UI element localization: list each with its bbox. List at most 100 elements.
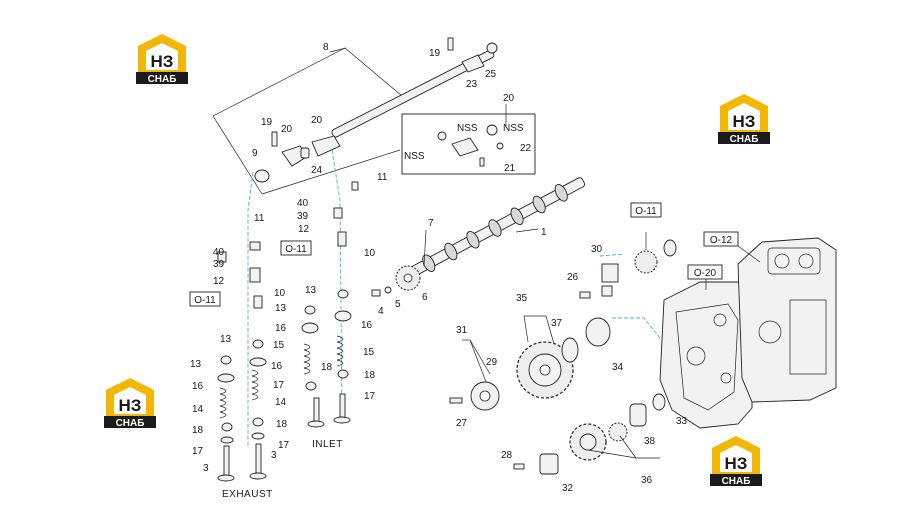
callout-10: 10 [274, 288, 286, 299]
callout-11: 11 [377, 172, 388, 183]
callout-20: 20 [281, 124, 293, 135]
valve-keeper [220, 355, 232, 365]
valve-seal [337, 369, 349, 379]
ref-box-label: O-11 [194, 295, 216, 306]
logo-mark: НЗ [119, 396, 142, 415]
callout-3: 3 [203, 463, 209, 474]
nss-inset: NSS NSS NSS [401, 113, 536, 175]
callout-4: 4 [378, 306, 384, 317]
inset-cap [486, 124, 498, 136]
idler-plate [585, 317, 611, 347]
inlet-valve-stem [339, 393, 346, 419]
thrust-ring [561, 337, 579, 363]
callout-3: 3 [271, 450, 277, 461]
callout-16: 16 [192, 381, 204, 392]
valve-cap [249, 241, 261, 251]
logo-mark: НЗ [725, 454, 748, 473]
rocker-shaft-assembly [212, 37, 498, 195]
gear-bushing [629, 403, 647, 427]
exhaust-valve-head [249, 472, 267, 480]
valve-lifter [253, 295, 263, 309]
logo-word: СНАБ [116, 418, 145, 429]
callout-26: 26 [567, 272, 579, 283]
logo-mark: НЗ [733, 112, 756, 131]
tappet [333, 207, 343, 219]
valve-spring [303, 343, 311, 375]
rocker-arm-right [311, 135, 341, 157]
callout-21: 21 [504, 163, 516, 174]
callout-27: 27 [456, 418, 468, 429]
idler-shaft [539, 453, 559, 475]
callout-31: 31 [456, 325, 468, 336]
callout-18: 18 [364, 370, 376, 381]
pump-body [601, 263, 619, 283]
gear-train [449, 239, 677, 475]
inlet-caption: INLET [312, 439, 343, 450]
callout-33: 33 [676, 416, 688, 427]
watermark-logo: НЗ СНАБ [104, 378, 156, 429]
callout-16: 16 [275, 323, 287, 334]
washer-33 [652, 393, 666, 411]
spring-seat [251, 432, 265, 440]
ref-box-label: O-12 [710, 235, 733, 246]
callout-32: 32 [562, 483, 574, 494]
ref-box-label: O-11 [285, 244, 307, 255]
callout-14: 14 [192, 404, 204, 415]
valve-spring [251, 369, 259, 401]
pump-flange [601, 285, 613, 297]
inlet-valve-head [333, 416, 351, 424]
watermark-logo: НЗ СНАБ [718, 94, 770, 145]
nss-label: NSS [404, 151, 425, 162]
camshaft [404, 177, 586, 279]
callout-18: 18 [192, 425, 204, 436]
adjuster-bolt [447, 37, 454, 51]
ref-box-label: O-20 [694, 268, 717, 279]
valve-seal [221, 422, 233, 432]
nss-label: NSS [503, 123, 524, 134]
callout-13: 13 [305, 285, 317, 296]
shaft-end-cap [486, 42, 498, 54]
valve-seal [305, 381, 317, 391]
rocker-arm-end [461, 54, 485, 73]
valve-spring [219, 387, 227, 419]
logo-word: СНАБ [722, 476, 751, 487]
callout-29: 29 [486, 357, 498, 368]
exhaust-caption: EXHAUST [222, 489, 273, 500]
callout-17: 17 [192, 446, 204, 457]
callout-39: 39 [213, 259, 225, 270]
exhaust-valve-stem [223, 445, 230, 477]
watermark-logo: НЗ СНАБ [136, 34, 188, 85]
callouts: 1 3 3 4 5 6 7 8 9 10 10 11 11 12 12 13 1… [190, 42, 688, 494]
callout-8: 8 [323, 42, 329, 53]
callout-40: 40 [297, 198, 309, 209]
inset-nut [496, 142, 504, 150]
valve-lifter [249, 267, 261, 283]
callout-35: 35 [516, 293, 528, 304]
cam-bolt [371, 289, 381, 297]
logo-word: СНАБ [730, 134, 759, 145]
valve-stack-left [217, 149, 359, 482]
callout-15: 15 [363, 347, 375, 358]
callout-10: 10 [364, 248, 376, 259]
callout-30: 30 [591, 244, 603, 255]
valve-spring [336, 335, 344, 367]
callout-40: 40 [213, 247, 225, 258]
spring-retainer [301, 322, 319, 334]
callout-17: 17 [278, 440, 290, 451]
callout-38: 38 [644, 436, 656, 447]
callout-20: 20 [311, 115, 323, 126]
callout-13: 13 [275, 303, 287, 314]
callout-37: 37 [551, 318, 563, 329]
callout-24: 24 [311, 165, 323, 176]
engine-housing [659, 237, 837, 429]
callout-6: 6 [422, 292, 428, 303]
exhaust-valve-stem [255, 443, 262, 475]
logo-mark: НЗ [151, 52, 174, 71]
callout-28: 28 [501, 450, 513, 461]
callout-18: 18 [321, 362, 333, 373]
callout-16: 16 [361, 320, 373, 331]
callout-18: 18 [276, 419, 288, 430]
inset-rocker-arm [451, 137, 479, 157]
callout-23: 23 [466, 79, 478, 90]
